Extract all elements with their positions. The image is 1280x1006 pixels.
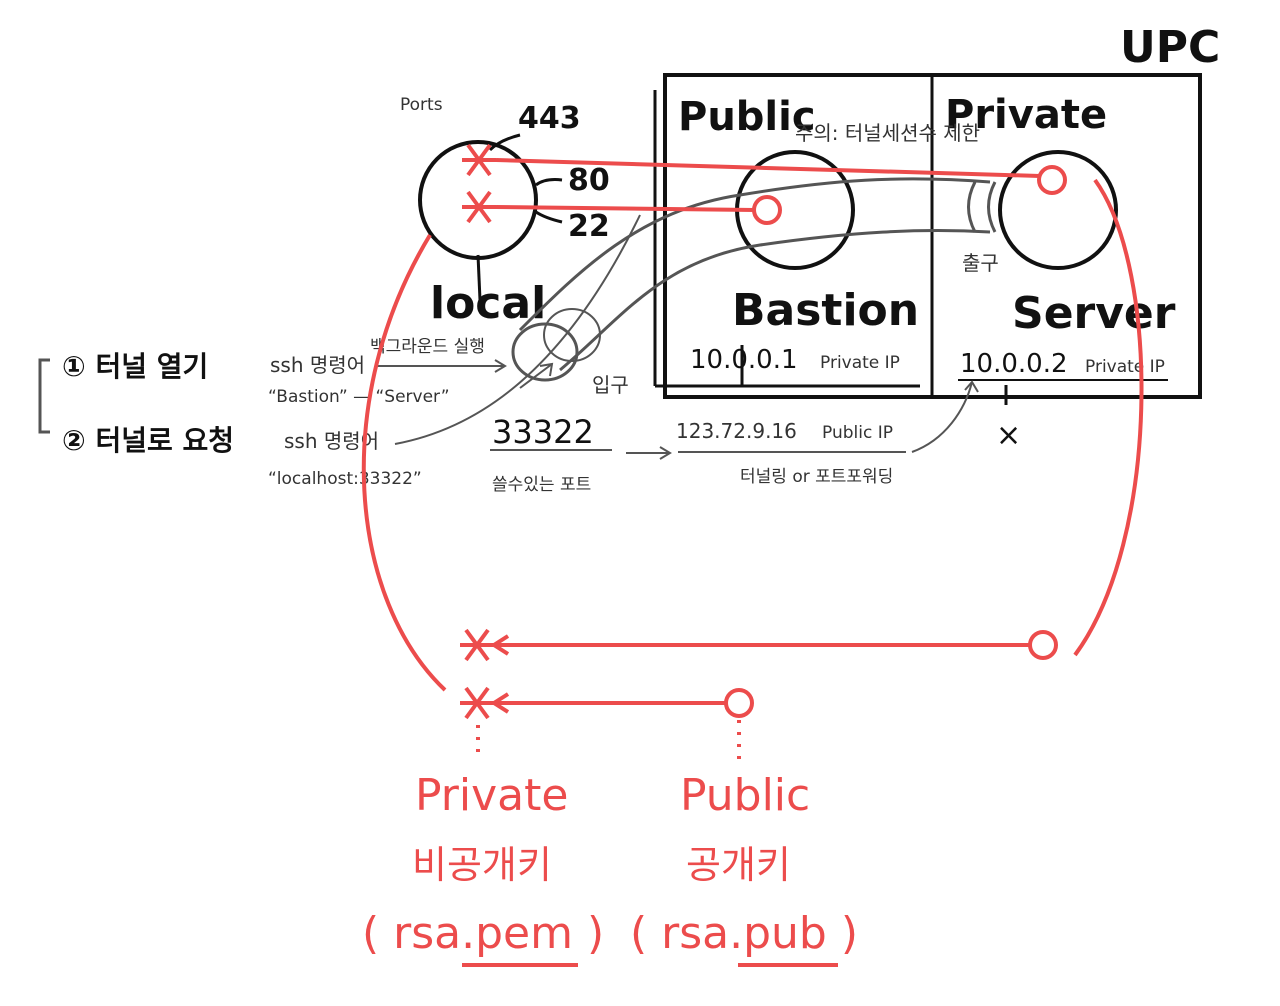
exit-label: 출구 xyxy=(962,251,999,275)
private-key-asterisk-443 xyxy=(462,143,496,177)
ssh-command-1: ssh 명령어 xyxy=(270,353,365,377)
vpc-box xyxy=(653,73,1202,399)
server-public-key-dot xyxy=(1037,165,1067,195)
private-subnet-label: Private xyxy=(945,92,1107,138)
local-label: local xyxy=(430,278,546,329)
public-subnet-label: Public xyxy=(678,94,816,140)
ssh-command-2-args: “localhost:33322” xyxy=(268,469,422,489)
public-key-label-en: Public xyxy=(680,770,810,821)
background-run-note: 백그라운드 실행 xyxy=(370,337,485,357)
bastion-private-ip-tag: Private IP xyxy=(820,353,900,373)
entrance-label: 입구 xyxy=(592,373,629,397)
ssh-tunnel-tube xyxy=(511,177,997,389)
step-2-request-tunnel: ② 터널로 요청 xyxy=(62,424,234,457)
private-key-label-en: Private xyxy=(415,770,568,821)
private-key-asterisk-22 xyxy=(462,190,496,224)
bastion-private-ip: 10.0.0.1 xyxy=(690,345,798,375)
local-host xyxy=(418,140,538,301)
server-label: Server xyxy=(1012,288,1176,339)
private-key-label-ko: 비공개키 xyxy=(412,843,552,887)
blocked-mark: × xyxy=(996,418,1021,453)
port-443: 443 xyxy=(518,101,581,136)
bottom-asterisk-2 xyxy=(460,686,494,720)
server-private-ip: 10.0.0.2 xyxy=(960,349,1068,379)
local-free-port: 33322 xyxy=(492,413,594,451)
step-1-open-tunnel: ① 터널 열기 xyxy=(62,350,208,383)
ssh-command-1-args: “Bastion” — “Server” xyxy=(268,387,450,407)
bastion-public-key-dot xyxy=(752,195,782,225)
server-private-ip-tag: Private IP xyxy=(1085,357,1165,377)
warning-note: 주의: 터널세션수 제한 xyxy=(795,121,980,145)
server-host xyxy=(998,150,1118,405)
ports-label: Ports xyxy=(400,95,443,115)
bastion-public-ip-tag: Public IP xyxy=(822,423,893,443)
public-key-label-ko: 공개키 xyxy=(686,843,791,887)
port-80: 80 xyxy=(568,163,610,198)
bastion-label: Bastion xyxy=(732,285,919,336)
bastion-public-ip: 123.72.9.16 xyxy=(676,419,797,443)
tunneling-note: 터널링 or 포트포워딩 xyxy=(740,467,893,487)
port-22: 22 xyxy=(568,209,610,244)
vpc-label: UPC xyxy=(1120,22,1220,73)
bottom-asterisk-1 xyxy=(460,628,494,662)
free-port-note: 쓸수있는 포트 xyxy=(492,475,591,495)
public-key-filename: ( rsa.pub ) xyxy=(630,908,858,959)
private-key-filename: ( rsa.pem ) xyxy=(362,908,604,959)
key-pair-links xyxy=(361,143,1144,760)
